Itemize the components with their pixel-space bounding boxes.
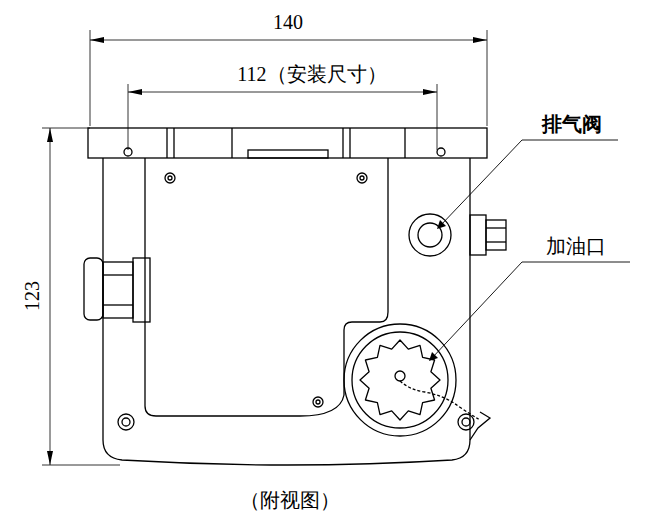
part-label: 排气阀	[542, 113, 602, 135]
part-label: 加油口	[546, 235, 606, 257]
dimension-label: 123	[21, 281, 43, 311]
dimension-label: 112（安装尺寸）	[237, 63, 386, 85]
caption: （附视图）	[240, 489, 340, 511]
dimension-label: 140	[273, 11, 303, 33]
